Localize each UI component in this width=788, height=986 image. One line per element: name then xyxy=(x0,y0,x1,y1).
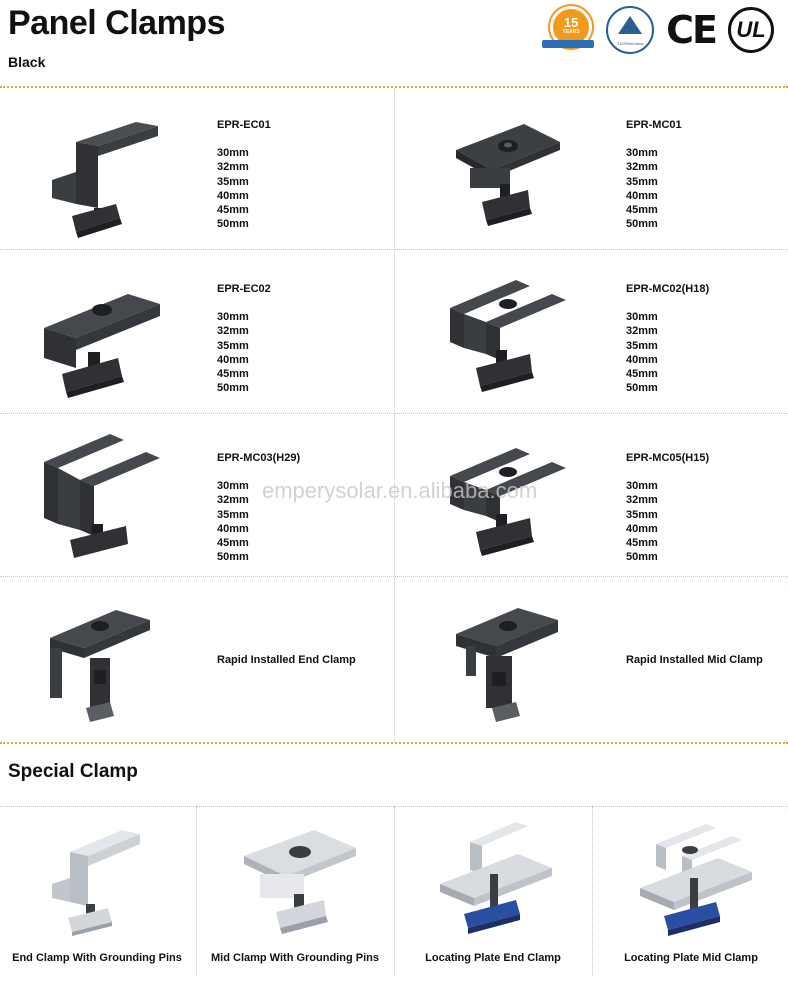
size-value: 50mm xyxy=(626,551,658,564)
product-spec-ec02: EPR-EC02 30mm 32mm 35mm 40mm 45mm 50mm xyxy=(217,282,271,395)
size-value: 45mm xyxy=(626,203,658,216)
header-divider xyxy=(0,86,788,88)
tuv-text: TÜVRheinland xyxy=(617,41,644,46)
size-value: 50mm xyxy=(217,551,249,564)
product-code: EPR-MC02(H18) xyxy=(626,283,710,295)
size-value: 32mm xyxy=(626,161,658,174)
special-divider xyxy=(394,806,395,976)
special-caption: Locating Plate Mid Clamp xyxy=(624,952,758,964)
size-value: 40mm xyxy=(626,353,658,366)
size-value: 35mm xyxy=(626,175,658,188)
badge-text: YEARS xyxy=(562,29,580,35)
size-value: 30mm xyxy=(217,311,249,324)
rapid-end-clamp-image xyxy=(40,598,160,722)
mid-clamp-image xyxy=(40,432,166,562)
size-value: 32mm xyxy=(217,494,249,507)
product-spec-mc05: EPR-MC05(H15) 30mm 32mm 35mm 40mm 45mm 5… xyxy=(626,451,709,564)
product-code: EPR-MC03(H29) xyxy=(217,452,301,464)
special-caption: Mid Clamp With Grounding Pins xyxy=(211,952,379,964)
mid-clamp-image xyxy=(452,112,562,232)
size-value: 30mm xyxy=(626,147,658,160)
size-value: 45mm xyxy=(217,203,249,216)
size-value: 30mm xyxy=(626,311,658,324)
special-divider xyxy=(196,806,197,976)
size-value: 35mm xyxy=(217,339,249,352)
size-value: 45mm xyxy=(626,536,658,549)
size-value: 45mm xyxy=(217,536,249,549)
mid-clamp-grounding-image xyxy=(240,822,360,942)
size-value: 40mm xyxy=(626,189,658,202)
locating-plate-end-clamp-image xyxy=(436,818,556,942)
end-clamp-image xyxy=(28,272,168,398)
size-value: 50mm xyxy=(626,382,658,395)
page-subtitle: Black xyxy=(8,54,46,70)
product-spec-ec01: EPR-EC01 30mm 32mm 35mm 40mm 45mm 50mm xyxy=(217,118,271,231)
end-clamp-grounding-image xyxy=(48,822,148,942)
size-value: 30mm xyxy=(217,147,249,160)
column-divider xyxy=(394,88,395,742)
product-code: EPR-EC02 xyxy=(217,283,271,295)
rapid-mid-clamp-image xyxy=(452,600,562,722)
special-caption: Locating Plate End Clamp xyxy=(425,952,561,964)
size-value: 40mm xyxy=(217,522,249,535)
mid-clamp-image xyxy=(446,436,570,560)
special-caption: End Clamp With Grounding Pins xyxy=(12,952,182,964)
product-code: EPR-EC01 xyxy=(217,119,271,131)
rapid-mid-clamp-label: Rapid Installed Mid Clamp xyxy=(626,654,763,666)
mid-clamp-image xyxy=(446,270,570,394)
special-divider xyxy=(592,806,593,976)
watermark: emperysolar.en.alibaba.com xyxy=(262,478,538,503)
size-value: 32mm xyxy=(217,325,249,338)
end-clamp-image xyxy=(46,112,166,238)
size-value: 35mm xyxy=(626,339,658,352)
page-title: Panel Clamps xyxy=(8,4,225,42)
product-spec-mc02: EPR-MC02(H18) 30mm 32mm 35mm 40mm 45mm 5… xyxy=(626,282,709,395)
ce-mark-icon: CE xyxy=(666,8,718,52)
size-value: 40mm xyxy=(217,189,249,202)
size-value: 30mm xyxy=(217,480,249,493)
product-spec-mc03: EPR-MC03(H29) 30mm 32mm 35mm 40mm 45mm 5… xyxy=(217,451,300,564)
tuv-logo-icon: TÜVRheinland xyxy=(606,6,655,54)
size-value: 50mm xyxy=(626,218,658,231)
size-value: 50mm xyxy=(217,218,249,231)
product-spec-mc01: EPR-MC01 30mm 32mm 35mm 40mm 45mm 50mm xyxy=(626,118,682,231)
size-value: 32mm xyxy=(626,325,658,338)
product-code: EPR-MC01 xyxy=(626,119,682,131)
section-divider xyxy=(0,742,788,744)
size-value: 35mm xyxy=(217,175,249,188)
size-value: 45mm xyxy=(626,367,658,380)
size-value: 35mm xyxy=(626,508,658,521)
size-value: 32mm xyxy=(626,494,658,507)
rapid-end-clamp-label: Rapid Installed End Clamp xyxy=(217,654,356,666)
size-value: 35mm xyxy=(217,508,249,521)
size-value: 40mm xyxy=(217,353,249,366)
size-value: 50mm xyxy=(217,382,249,395)
size-value: 40mm xyxy=(626,522,658,535)
badge-number: 15 xyxy=(563,15,579,30)
size-value: 45mm xyxy=(217,367,249,380)
locating-plate-mid-clamp-image xyxy=(636,818,756,942)
product-code: EPR-MC05(H15) xyxy=(626,452,710,464)
size-value: 32mm xyxy=(217,161,249,174)
section-title: Special Clamp xyxy=(8,761,138,782)
size-value: 30mm xyxy=(626,480,658,493)
ul-mark-icon: UL xyxy=(728,7,774,53)
